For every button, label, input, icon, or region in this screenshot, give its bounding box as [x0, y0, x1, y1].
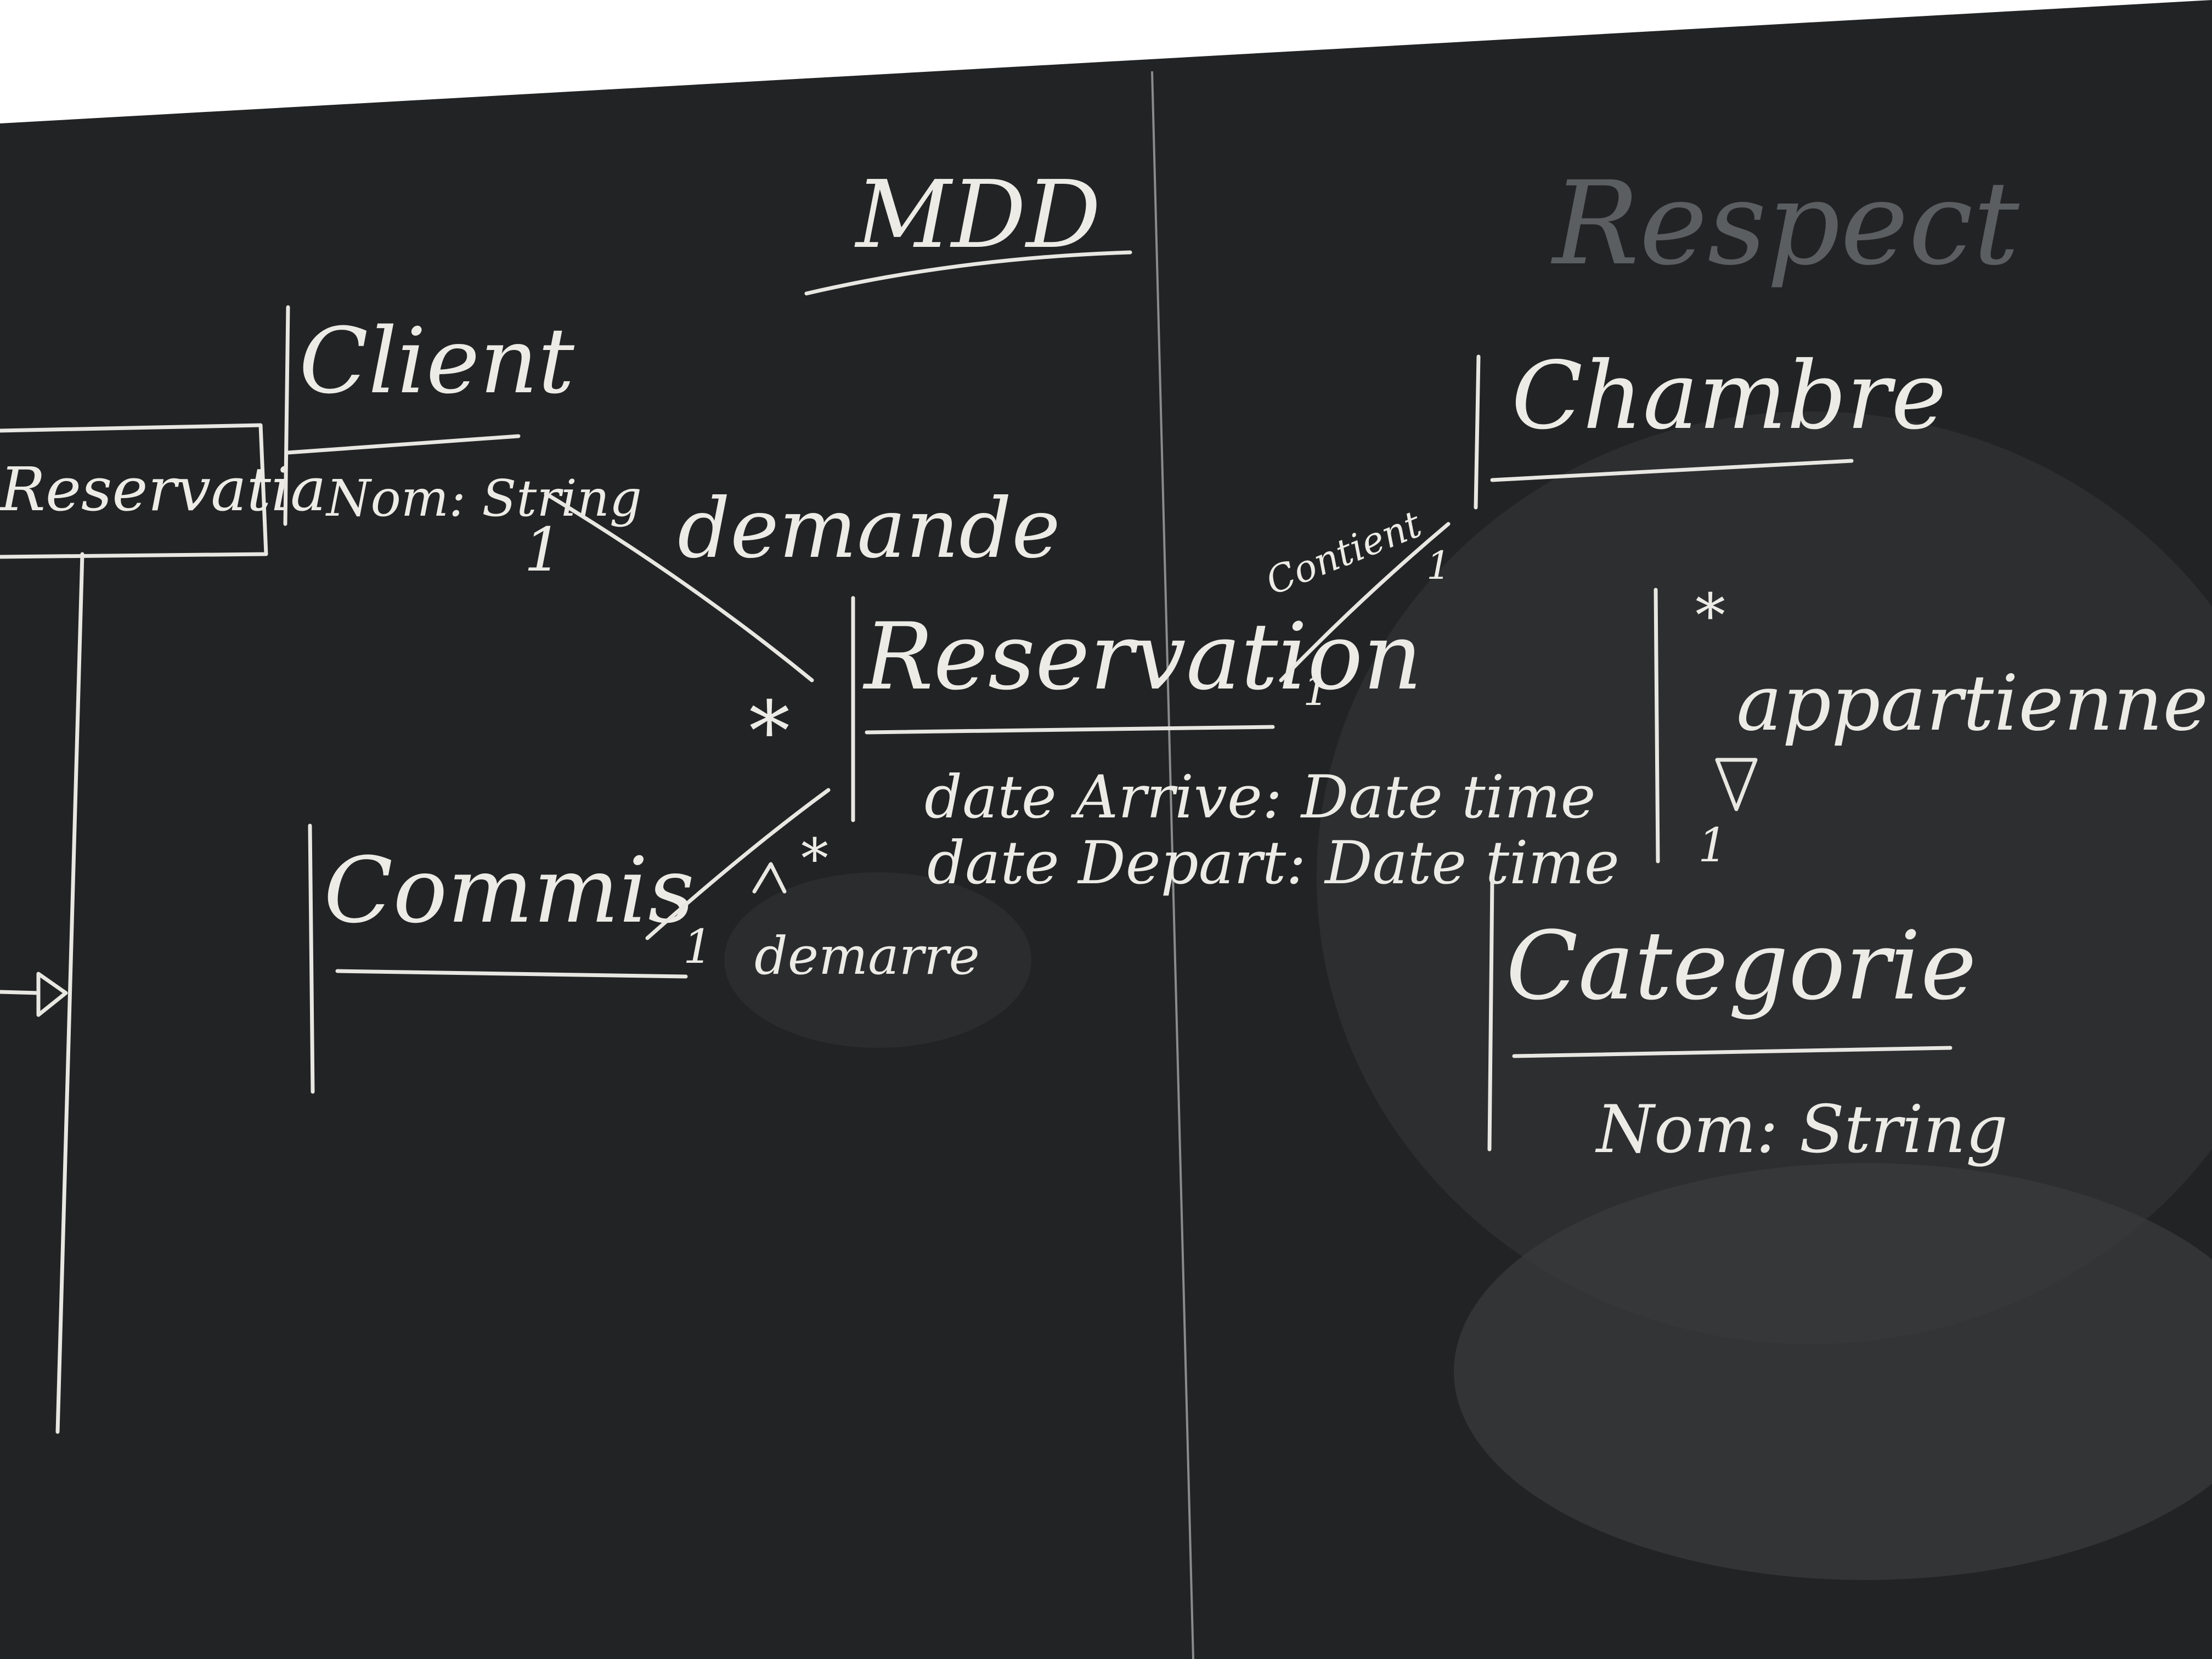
association-line: [645, 788, 831, 940]
association-line: [544, 492, 814, 682]
class-reservation: Reservation date Arrive: Date time date …: [851, 596, 1620, 898]
class-attribute: date Depart: Date time: [927, 829, 1620, 898]
class-attribute: Nom: String: [1595, 1092, 2008, 1168]
class-separator: [1512, 1046, 1953, 1058]
multiplicity: 1: [524, 515, 562, 585]
multiplicity: 1: [1303, 667, 1329, 715]
diagram-title: MDD: [854, 161, 1101, 269]
class-box: [0, 423, 268, 559]
class-name: Reservatia: [0, 454, 326, 524]
direction-arrow: [752, 862, 787, 894]
class-client: Client Nom: String: [283, 305, 642, 528]
class-name: Reservation: [862, 603, 1423, 710]
multiplicity: *: [1695, 580, 1725, 651]
class-side-line: [283, 305, 290, 526]
multiplicity: 1: [1426, 543, 1451, 588]
class-name: Categorie: [1506, 911, 1977, 1021]
faint-ghost-text: Respect: [1550, 156, 2019, 291]
association-demande: demande 1 *: [524, 481, 1060, 780]
erased-smudge: [1454, 1163, 2212, 1580]
multiplicity: *: [749, 684, 790, 780]
class-separator: [1490, 459, 1854, 482]
multiplicity: 1: [1698, 819, 1728, 873]
class-separator: [335, 969, 688, 979]
class-name: Chambre: [1511, 342, 1946, 450]
class-name: Commis: [324, 838, 695, 943]
class-reservation-partial: Reservatia: [0, 423, 326, 1434]
class-categorie: Categorie Nom: String: [1487, 878, 2008, 1168]
class-separator: [286, 434, 521, 455]
direction-arrow: [1715, 758, 1758, 811]
class-commis: Commis: [308, 823, 695, 1094]
erased-smudge: [724, 872, 1031, 1048]
class-attribute: Nom: String: [325, 469, 642, 528]
class-chambre: Chambre: [1474, 342, 1946, 510]
class-side-line: [1487, 878, 1494, 1152]
board-panel-seam: [1151, 71, 1194, 1659]
class-name: Client: [299, 308, 575, 414]
title-underline: [804, 250, 1132, 296]
class-side-line: [308, 823, 315, 1094]
inheritance-arrow-head: [36, 972, 68, 1017]
multiplicity: *: [801, 827, 828, 891]
association-label: demarre: [754, 926, 980, 986]
association-label: appartiennent: [1736, 659, 2212, 748]
class-side-line: [1474, 354, 1481, 510]
class-separator: [865, 725, 1275, 735]
erased-smudge: [1317, 411, 2212, 1344]
association-demarre: demarre 1 *: [645, 788, 980, 986]
inheritance-line: [55, 552, 84, 1434]
association-appartiennent: appartiennent * 1: [1654, 580, 2212, 873]
class-attribute: date Arrive: Date time: [924, 763, 1596, 832]
multiplicity: 1: [683, 920, 713, 974]
inheritance-arrow-line: [0, 990, 41, 995]
association-line: [1654, 588, 1660, 864]
association-line: [1279, 522, 1451, 682]
association-label: demande: [678, 481, 1060, 577]
